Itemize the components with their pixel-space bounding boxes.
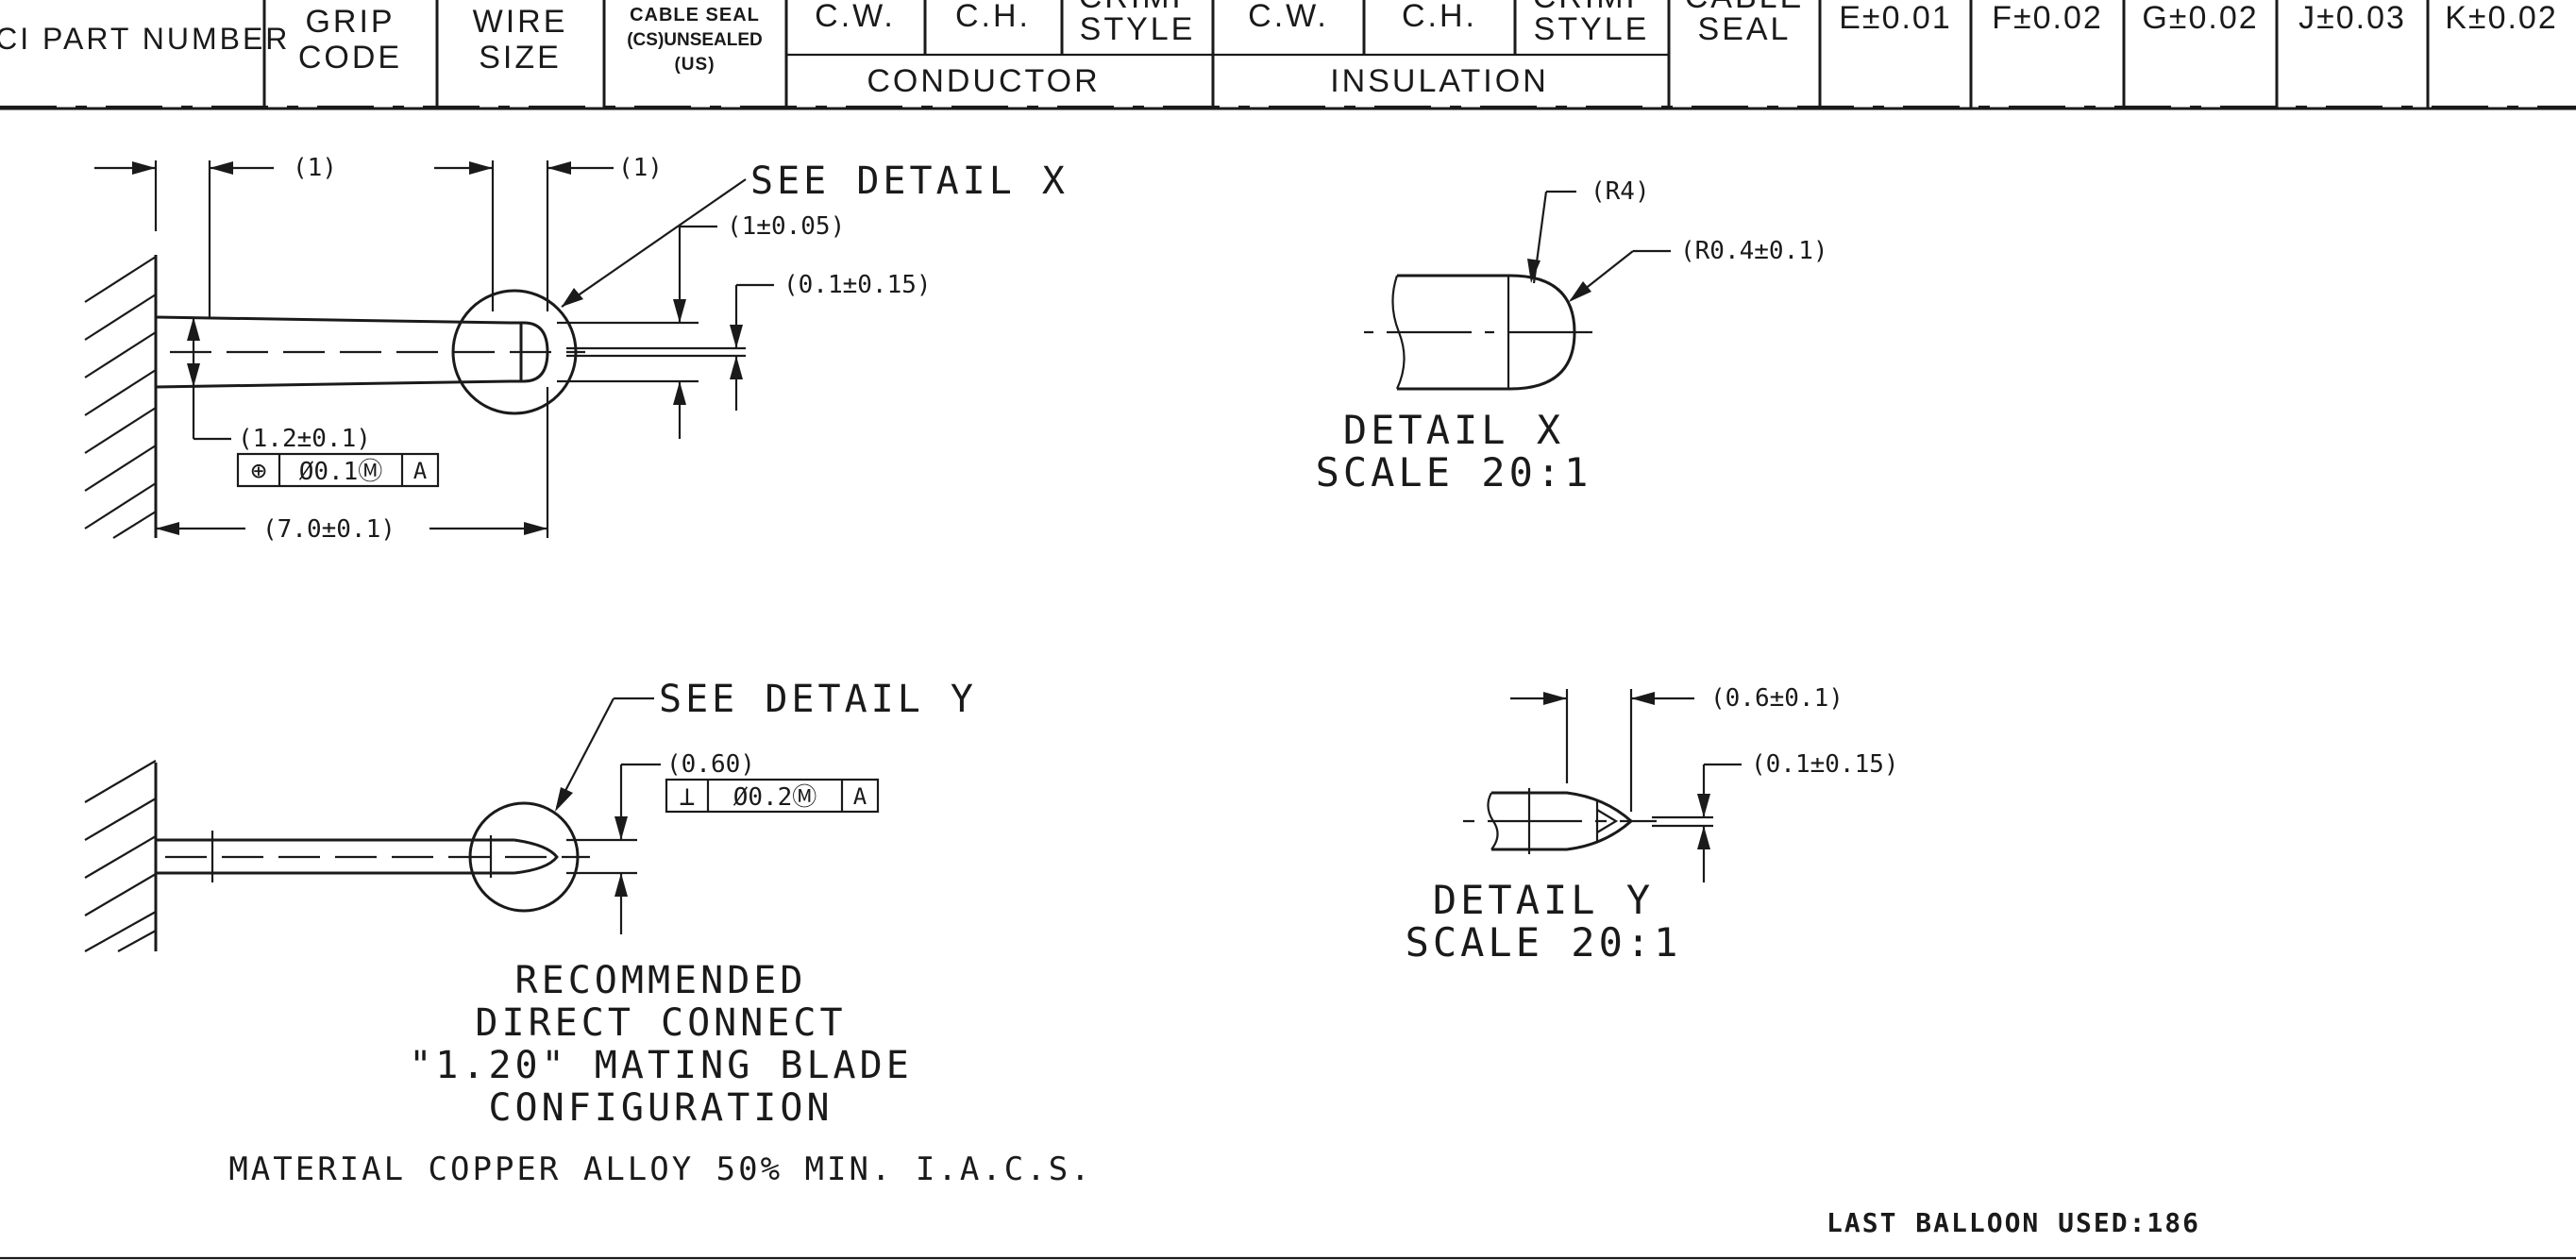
bottom-view: SEE DETAIL Y (0.60) ⊥ Ø0.2Ⓜ A RECOMMENDE…	[84, 678, 1092, 1188]
top-fcf-value: Ø0.1Ⓜ	[299, 458, 383, 486]
header-conductor-ch: C.H.	[955, 0, 1031, 34]
detail-x-title: DETAIL X	[1343, 407, 1564, 453]
header-insulation: INSULATION	[1330, 63, 1549, 99]
top-dim-2: (0.1±0.15)	[783, 271, 932, 299]
header-cable-seal-line3: (US)	[674, 55, 715, 75]
detail-x-scale: SCALE 20:1	[1316, 449, 1592, 496]
header-tolerance-g: G±0.02	[2142, 0, 2258, 36]
header-tolerance-k: K±0.02	[2445, 0, 2558, 36]
header-cable-seal-line2: (CS)UNSEALED	[627, 30, 763, 50]
header-conductor-crimp-line1: CRIMP	[1079, 0, 1197, 15]
header-insulation-crimp-line1: CRIMP	[1533, 0, 1651, 15]
header-cable-seal-line1: CABLE SEAL	[630, 5, 760, 25]
detail-x-view: (R4) (R0.4±0.1) DETAIL X SCALE 20:1	[1316, 177, 1828, 496]
see-detail-y-label: SEE DETAIL Y	[659, 678, 977, 721]
detail-y-dim-1: (0.6±0.1)	[1710, 684, 1844, 713]
top-fcf-datum: A	[413, 458, 428, 484]
last-balloon-note: LAST BALLOON USED:186	[1827, 1207, 2200, 1238]
header-table: FCI PART NUMBER GRIP CODE WIRE SIZE CABL…	[0, 0, 2576, 110]
bottom-fcf-datum: A	[853, 783, 867, 810]
header-insulation-crimp-line2: STYLE	[1534, 11, 1650, 47]
top-dim-right: (1)	[618, 154, 663, 182]
detail-x-callout-circle	[451, 289, 578, 415]
bottom-fcf-value: Ø0.2Ⓜ	[733, 783, 817, 812]
detail-y-view: (0.6±0.1) (0.1±0.15) DETAIL Y SCALE 20:1	[1406, 684, 1899, 966]
header-insulation-ch: C.H.	[1402, 0, 1477, 34]
header-wire-size-line1: WIRE	[473, 4, 568, 40]
detail-y-callout-circle	[468, 801, 580, 913]
caption-line-1: RECOMMENDED	[515, 959, 807, 1002]
bottom-fcf-perpendicular-icon: ⊥	[680, 781, 696, 812]
top-dim-1: (1±0.05)	[727, 212, 845, 241]
see-detail-x-label: SEE DETAIL X	[750, 160, 1069, 203]
header-wire-size-line2: SIZE	[479, 40, 562, 76]
top-fcf-position-icon: ⊕	[251, 455, 267, 486]
detail-y-title: DETAIL Y	[1433, 877, 1654, 923]
top-fcf-frame	[236, 452, 440, 488]
detail-y-dim-2: (0.1±0.15)	[1751, 750, 1899, 779]
detail-x-radius-1: (R4)	[1591, 177, 1650, 206]
header-conductor: CONDUCTOR	[867, 63, 1100, 99]
header-cable-seal-col-line1: CABLE	[1685, 0, 1805, 15]
header-conductor-crimp-line2: STYLE	[1080, 11, 1196, 47]
header-conductor-cw: C.W.	[815, 0, 896, 34]
bottom-fcf-frame	[665, 778, 880, 814]
header-cable-seal-col-line2: SEAL	[1698, 11, 1792, 47]
caption-line-3: "1.20" MATING BLADE	[409, 1044, 913, 1087]
caption-line-2: DIRECT CONNECT	[475, 1001, 846, 1045]
wall-hatching	[84, 256, 157, 539]
detail-x-radius-2: (R0.4±0.1)	[1680, 237, 1828, 265]
caption-line-4: CONFIGURATION	[488, 1086, 833, 1130]
wall-hatching-bottom	[84, 760, 157, 952]
top-dim-length: (7.0±0.1)	[262, 515, 396, 544]
header-tolerance-f: F±0.02	[1992, 0, 2103, 36]
header-part-number: FCI PART NUMBER	[0, 22, 290, 56]
detail-y-scale: SCALE 20:1	[1406, 919, 1682, 966]
top-view: (1) (1) SEE DETAIL X (1±0.05) (0.1±0.15)	[84, 154, 1069, 544]
top-dim-left: (1)	[293, 154, 337, 182]
header-grip-code-line1: GRIP	[305, 4, 395, 40]
header-tolerance-j: J±0.03	[2298, 0, 2406, 36]
header-tolerance-e: E±0.01	[1839, 0, 1952, 36]
top-dim-width: (1.2±0.1)	[238, 425, 371, 453]
header-grip-code-line2: CODE	[298, 40, 402, 76]
material-note: MATERIAL COPPER ALLOY 50% MIN. I.A.C.S.	[228, 1151, 1092, 1188]
header-insulation-cw: C.W.	[1248, 0, 1329, 34]
bottom-dim-1: (0.60)	[666, 750, 755, 779]
